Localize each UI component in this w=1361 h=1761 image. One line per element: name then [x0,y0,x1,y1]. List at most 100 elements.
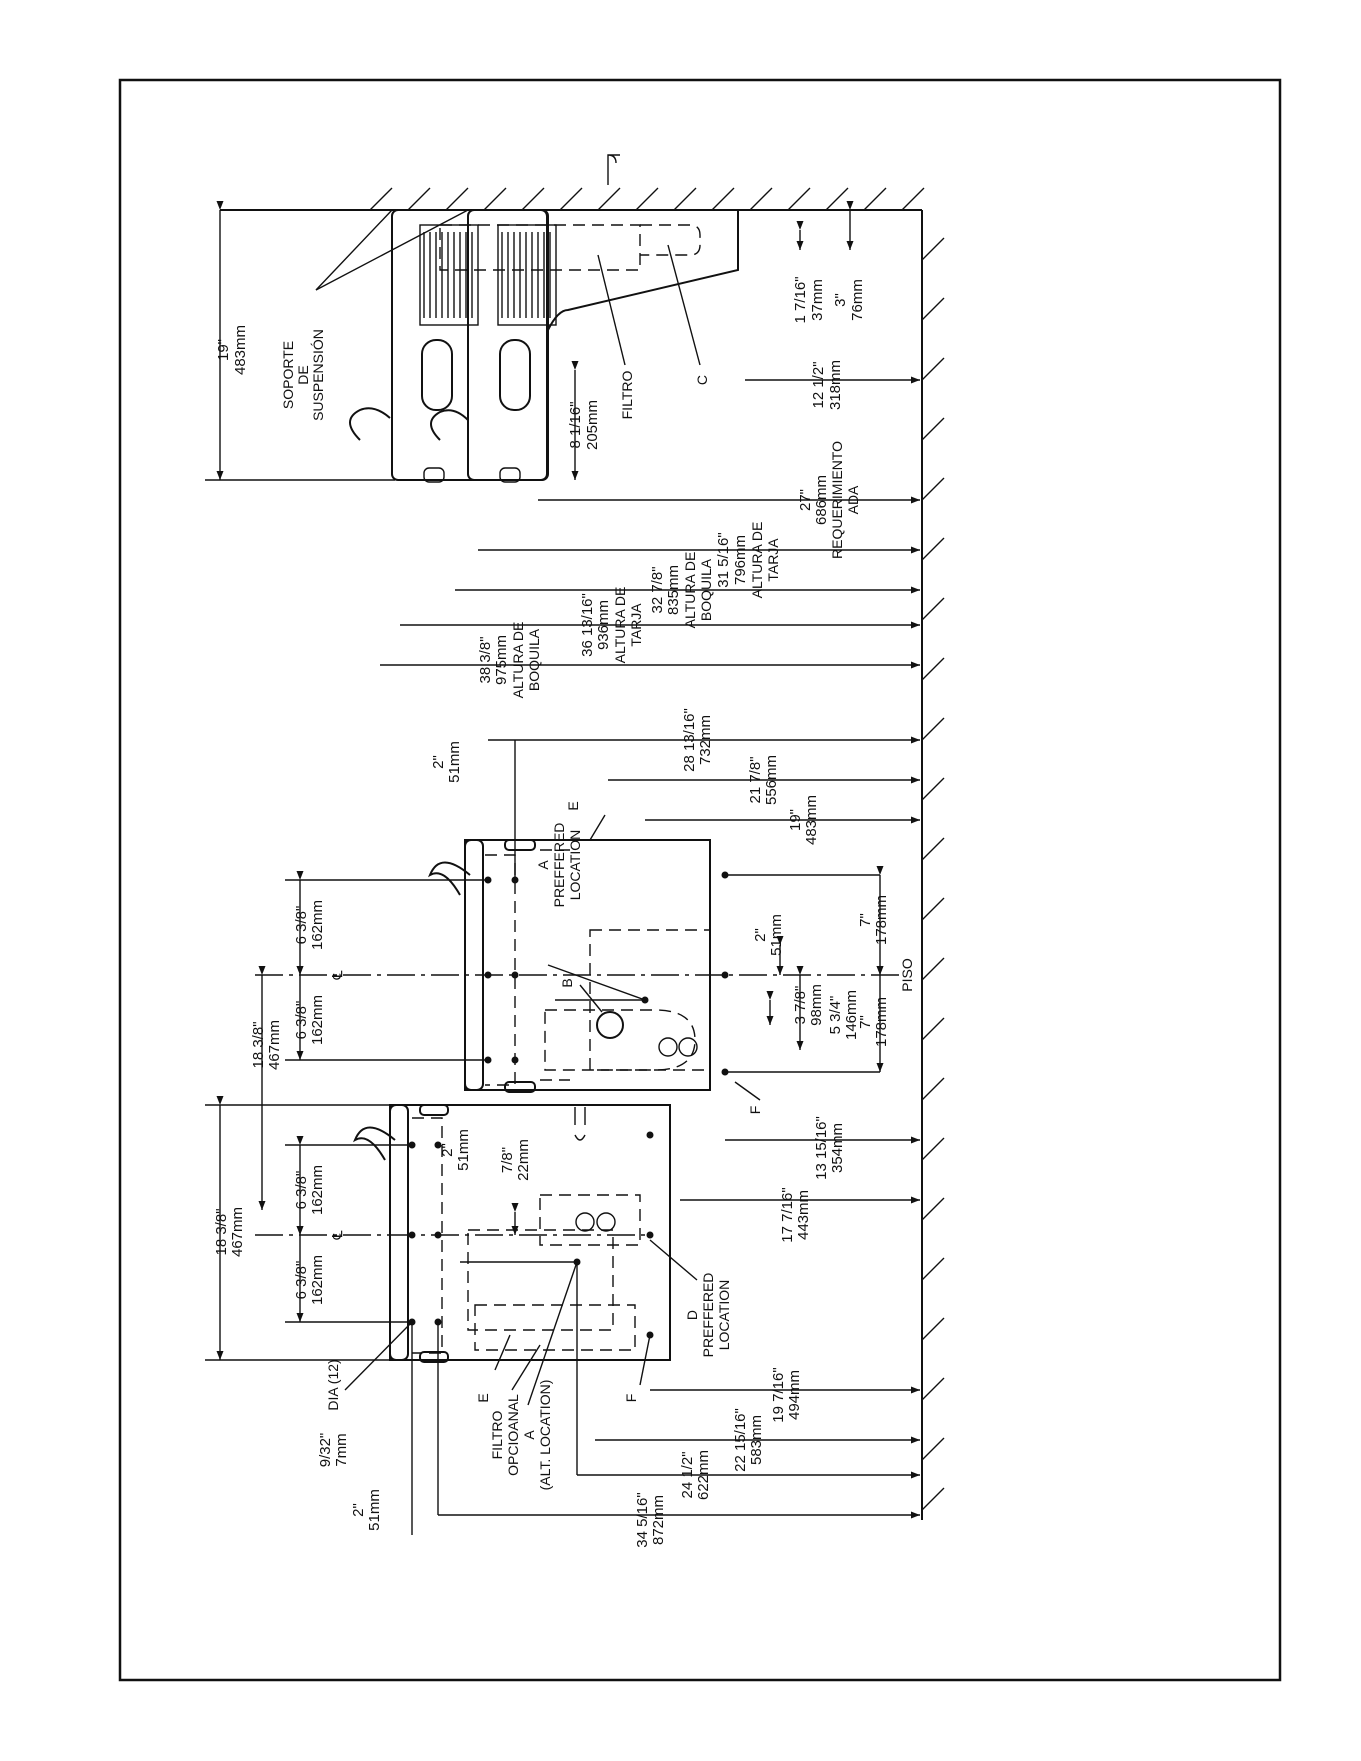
dim-21-mm: 556mm [763,755,780,805]
drawing-border [118,78,1282,1682]
dim-34-in: 34 5/16" [634,1492,651,1547]
dim-7a-mm: 178mm [873,895,890,945]
dim-6b-mm: 162mm [309,995,326,1045]
dim-2d-in: 2" [350,1503,367,1517]
label-altura-boquila-2: ALTURA DE [510,622,526,699]
dim-6c-mm: 162mm [309,1165,326,1215]
dim-2a-mm: 51mm [446,741,463,783]
dim-38-in: 38 3/8" [477,636,494,683]
dim-28-in: 28 13/16" [681,708,698,772]
front-view-lower-unit [255,1104,698,1406]
label-soporte-3: SUSPENSIÓN [310,329,326,421]
side-view-dimensions [205,201,920,669]
label-a-alt-2: (ALT. LOCATION) [537,1380,553,1491]
dim-18b-mm: 467mm [229,1207,246,1257]
label-d-pref-3: LOCATION [716,1280,732,1351]
dim-12-in: 12 1/2" [810,361,827,408]
dim-24-in: 24 1/2" [679,1451,696,1498]
dim-6a-in: 6 3/8" [293,906,310,945]
label-filtro-opc-1: FILTRO [489,1411,505,1460]
dim-3-7-in: 3 7/8" [792,986,809,1025]
dim-36-mm: 936mm [595,600,612,650]
dim-1-7-mm: 37mm [809,279,826,321]
dim-18a-mm: 467mm [266,1020,283,1070]
label-e-bot: E [475,1393,491,1402]
label-soporte-1: SOPORTE [280,341,296,409]
dim-2c-mm: 51mm [455,1129,472,1171]
dim-78-in: 7/8" [499,1147,516,1173]
label-e-top: E [565,801,581,810]
dim-32-mm: 835mm [665,565,682,615]
label-altura-boquila-1: ALTURA DE [682,552,698,629]
dim-36-in: 36 13/16" [579,593,596,657]
dim-6d-in: 6 3/8" [293,1261,310,1300]
wall [220,187,925,211]
label-f-top: F [747,1106,763,1115]
dim-3-7-mm: 98mm [808,984,825,1026]
dim-21-in: 21 7/8" [747,756,764,803]
label-a-pref-3: LOCATION [567,830,583,901]
dim-19b-in: 19" [787,809,804,831]
dim-2b-in: 2" [752,928,769,942]
label-a-alt-1: A [521,1430,537,1440]
dim-27-in: 27" [797,489,814,511]
label-boquila-2: BOQUILA [526,628,542,691]
label-f-bot: F [623,1394,639,1403]
dim-32-in: 32 7/8" [649,566,666,613]
floor [921,210,945,1520]
dim-9-in: 9/32" [317,1433,334,1468]
dim-9-mm: 7mm [333,1433,350,1466]
dim-5-mm: 146mm [843,990,860,1040]
dim-19c-mm: 494mm [786,1370,803,1420]
dim-13-mm: 354mm [829,1123,846,1173]
label-tarja-1: TARJA [765,538,781,582]
dim-18a-in: 18 3/8" [250,1021,267,1068]
dim-19-in: 19" [215,339,232,361]
dim-3-mm: 76mm [849,279,866,321]
dim-12-mm: 318mm [827,360,844,410]
dim-78-mm: 22mm [515,1139,532,1181]
dim-7b-mm: 178mm [873,997,890,1047]
label-altura-tarja-1: ALTURA DE [749,522,765,599]
front-view-lower-dimensions [205,1096,920,1535]
dim-22-in: 22 15/16" [732,1408,749,1472]
dim-13-in: 13 15/16" [813,1116,830,1180]
dim-18b-in: 18 3/8" [213,1208,230,1255]
label-dia: DIA (12) [325,1359,341,1410]
centerline-mark-1: ℄ [329,971,345,981]
dim-7b-in: 7" [857,1015,874,1029]
dim-6a-mm: 162mm [309,900,326,950]
dim-28-mm: 732mm [697,715,714,765]
side-view [315,154,739,483]
label-filtro-opc-2: OPCIOANAL [505,1394,521,1476]
dim-6b-in: 6 3/8" [293,1001,310,1040]
dim-6d-mm: 162mm [309,1255,326,1305]
dim-22-mm: 583mm [748,1415,765,1465]
dim-24-mm: 622mm [695,1450,712,1500]
dim-8-mm: 205mm [584,400,601,450]
label-b: B [559,978,575,987]
dim-34-mm: 872mm [650,1495,667,1545]
label-ada-2: ADA [845,485,861,514]
label-ada-1: REQUERIMIENTO [829,441,845,559]
label-d-pref-1: D [684,1310,700,1320]
dim-31-in: 31 5/16" [715,532,732,587]
dim-2a-in: 2" [430,755,447,769]
dim-2b-mm: 51mm [768,914,785,956]
label-piso: PISO [899,958,915,992]
label-filtro: FILTRO [619,371,635,420]
label-a-pref-1: A [535,860,551,870]
dim-1-7-in: 1 7/16" [792,276,809,323]
dim-7a-in: 7" [857,913,874,927]
dim-19-mm: 483mm [232,325,249,375]
dim-17-mm: 443mm [795,1190,812,1240]
dim-8-in: 8 1/16" [567,401,584,448]
centerline-mark-2: ℄ [329,1231,345,1241]
front-view-upper-unit [255,814,900,1101]
dim-6c-in: 6 3/8" [293,1171,310,1210]
dim-2c-in: 2" [439,1143,456,1157]
dim-3-in: 3" [832,293,849,307]
label-c: C [694,375,710,385]
label-altura-tarja-2: ALTURA DE [612,587,628,664]
